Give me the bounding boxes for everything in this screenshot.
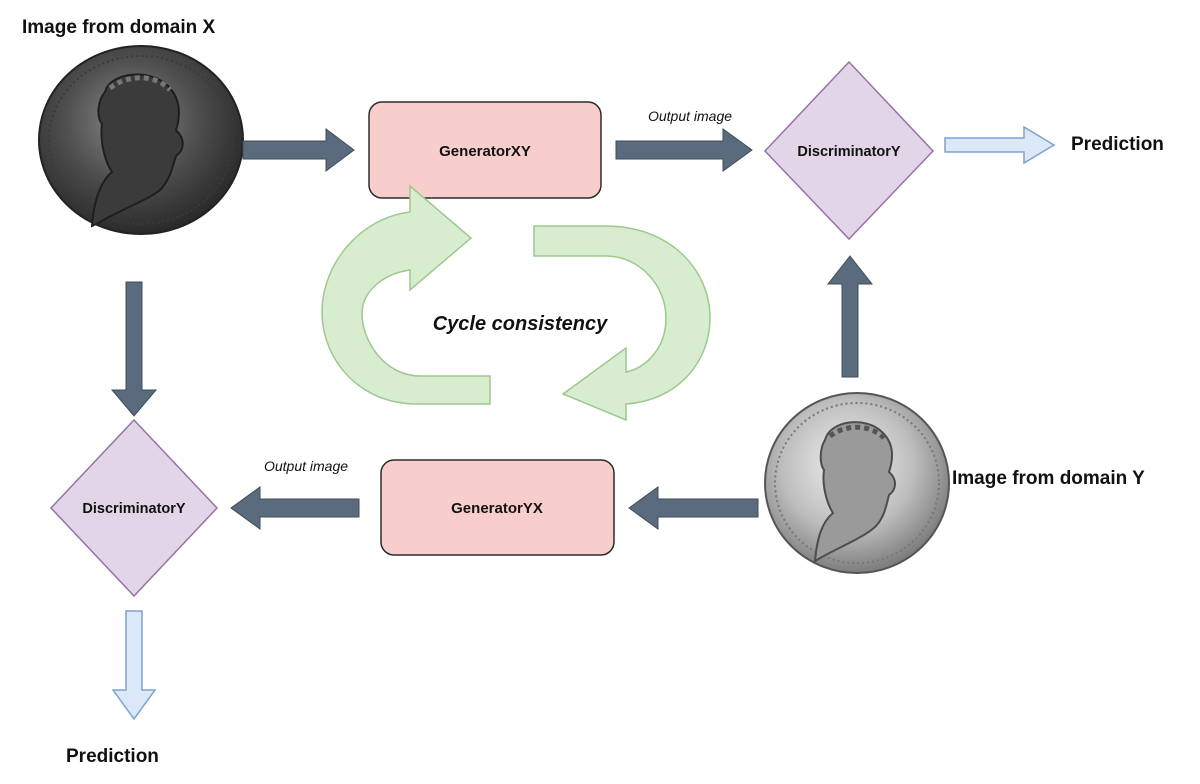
arrow-coin-x-to-discriminator-bottom (110, 281, 158, 417)
cycle-arrow-left (321, 184, 491, 405)
generator-yx-box[interactable]: GeneratorYX (380, 459, 615, 556)
cycle-consistency-label: Cycle consistency (433, 313, 608, 335)
cycle-arrow-right (533, 225, 711, 422)
coin-x-image (38, 45, 244, 235)
prediction-bottom-label: Prediction (66, 746, 159, 767)
prediction-top-label: Prediction (1071, 134, 1164, 155)
discriminator-bottom-label: DiscriminatorY (82, 501, 185, 517)
discriminator-bottom-diamond[interactable]: DiscriminatorY (49, 418, 219, 598)
discriminator-top-diamond[interactable]: DiscriminatorY (763, 60, 935, 241)
output-image-bottom-label: Output image (264, 458, 348, 474)
arrow-prediction-bottom (111, 610, 157, 721)
output-image-top-label: Output image (648, 108, 732, 124)
coin-y-image (764, 392, 950, 574)
image-domain-x-label: Image from domain X (22, 17, 216, 38)
image-domain-y-label: Image from domain Y (952, 468, 1145, 489)
arrow-generator-yx-to-discriminator-bottom (230, 486, 360, 530)
arrow-generator-xy-to-discriminator (615, 128, 753, 172)
arrow-coin-y-to-generator-yx (628, 486, 759, 530)
generator-yx-label: GeneratorYX (451, 500, 543, 517)
generator-xy-label: GeneratorXY (439, 143, 531, 160)
generator-xy-box[interactable]: GeneratorXY (368, 101, 602, 199)
arrow-coin-y-to-discriminator (826, 255, 874, 378)
arrow-coin-x-to-generator-xy (242, 128, 355, 172)
arrow-prediction-top (944, 125, 1056, 165)
discriminator-top-label: DiscriminatorY (797, 144, 900, 160)
